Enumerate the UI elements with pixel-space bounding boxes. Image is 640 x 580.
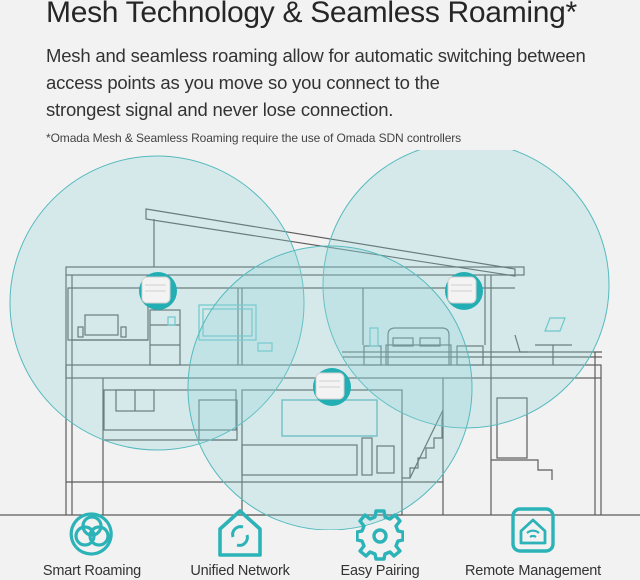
access-point-right (445, 272, 483, 310)
feature-easy-pairing: Easy Pairing (300, 505, 460, 579)
access-point-left (139, 272, 177, 310)
easy-pairing-icon (356, 509, 404, 561)
remote-management-icon (511, 507, 555, 553)
feature-remote-management: Remote Management (453, 505, 613, 579)
access-point-center (313, 368, 351, 406)
smart-roaming-icon (69, 512, 113, 556)
description-line: access points as you move so you connect… (46, 72, 440, 93)
description-line: Mesh and seamless roaming allow for auto… (46, 45, 586, 66)
accent-details (167, 304, 566, 437)
feature-label: Remote Management (464, 563, 602, 579)
features-row: Smart Roaming Unified Network Easy Pairi… (0, 505, 640, 580)
house-illustration (0, 150, 640, 530)
footnote: *Omada Mesh & Seamless Roaming require t… (46, 131, 462, 145)
description-line: strongest signal and never lose connecti… (46, 99, 394, 120)
feature-smart-roaming: Smart Roaming (12, 505, 172, 579)
unified-network-icon (218, 509, 262, 557)
page-title: Mesh Technology & Seamless Roaming* (46, 0, 577, 29)
feature-unified-network: Unified Network (160, 505, 320, 579)
coverage-circles (9, 150, 610, 530)
feature-label: Smart Roaming (42, 563, 142, 579)
feature-label: Unified Network (190, 563, 290, 579)
description: Mesh and seamless roaming allow for auto… (46, 42, 626, 123)
feature-label: Easy Pairing (340, 563, 420, 579)
